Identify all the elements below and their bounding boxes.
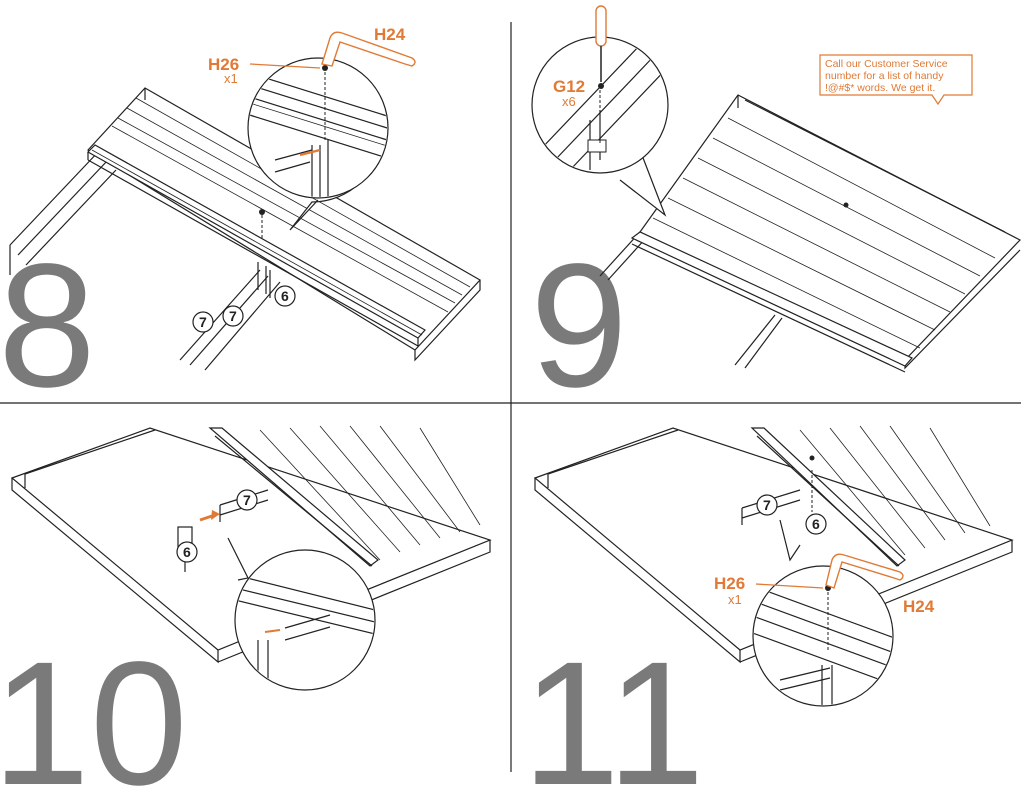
center-rail xyxy=(87,144,426,347)
part-badge: 7 xyxy=(222,305,244,327)
svg-text:x6: x6 xyxy=(562,94,576,109)
side-rail xyxy=(9,149,281,371)
step-10-panel: 10 xyxy=(0,425,492,789)
hardware-label-h24: H24 xyxy=(374,25,406,44)
svg-text:x1: x1 xyxy=(224,71,238,86)
step-9-panel: 9 xyxy=(530,5,1021,424)
slats xyxy=(799,425,991,556)
center-rail xyxy=(750,427,906,567)
svg-text:H26: H26 xyxy=(208,55,239,74)
customer-service-callout: Call our Customer Service number for a l… xyxy=(819,54,973,106)
hardware-label-h26: H26 x1 xyxy=(208,55,321,86)
bolt-icon xyxy=(843,202,849,208)
step-number-11: 11 xyxy=(522,626,705,789)
magnifier-callout-icon xyxy=(752,519,894,707)
svg-text:x1: x1 xyxy=(728,592,742,607)
hardware-label-h24: H24 xyxy=(903,597,935,616)
step-8-panel: 8 xyxy=(0,25,481,424)
svg-text:7: 7 xyxy=(199,314,207,330)
slats xyxy=(652,117,996,349)
magnifier-callout-icon xyxy=(531,36,669,217)
step-number-8: 8 xyxy=(0,228,96,424)
callout-line-3: !@#$* words. We get it. xyxy=(825,82,935,94)
center-rail xyxy=(208,427,379,567)
part-badge: 6 xyxy=(176,541,198,563)
screwdriver-icon xyxy=(595,5,607,89)
callout-line-2: number for a list of handy xyxy=(825,70,944,82)
step-number-10: 10 xyxy=(0,626,188,789)
svg-text:7: 7 xyxy=(243,492,251,508)
svg-text:6: 6 xyxy=(281,288,289,304)
support-leg xyxy=(257,262,271,298)
step-number-9: 9 xyxy=(530,228,628,424)
part-badge: 7 xyxy=(236,489,258,511)
part-badge: 6 xyxy=(805,513,827,535)
step-11-panel: 11 xyxy=(522,425,1014,789)
svg-text:G12: G12 xyxy=(553,77,585,96)
slats xyxy=(259,425,481,561)
svg-text:7: 7 xyxy=(763,497,771,513)
svg-text:H26: H26 xyxy=(714,574,745,593)
side-rail xyxy=(599,231,783,369)
svg-text:7: 7 xyxy=(229,308,237,324)
callout-line-1: Call our Customer Service xyxy=(825,58,948,70)
part-badge: 7 xyxy=(192,311,214,333)
svg-text:6: 6 xyxy=(812,516,820,532)
svg-text:6: 6 xyxy=(183,544,191,560)
center-rail xyxy=(630,231,913,373)
part-badge: 7 xyxy=(756,494,778,516)
allen-key-icon xyxy=(825,553,904,589)
allen-key-icon xyxy=(321,31,416,67)
magnifier-callout-icon xyxy=(227,537,376,691)
magnifier-callout-icon xyxy=(247,57,389,231)
part-badge: 6 xyxy=(274,285,296,307)
hardware-label-g12: G12 x6 xyxy=(553,77,585,109)
bolt-icon xyxy=(259,209,265,238)
hardware-label-h26: H26 x1 xyxy=(714,574,824,607)
